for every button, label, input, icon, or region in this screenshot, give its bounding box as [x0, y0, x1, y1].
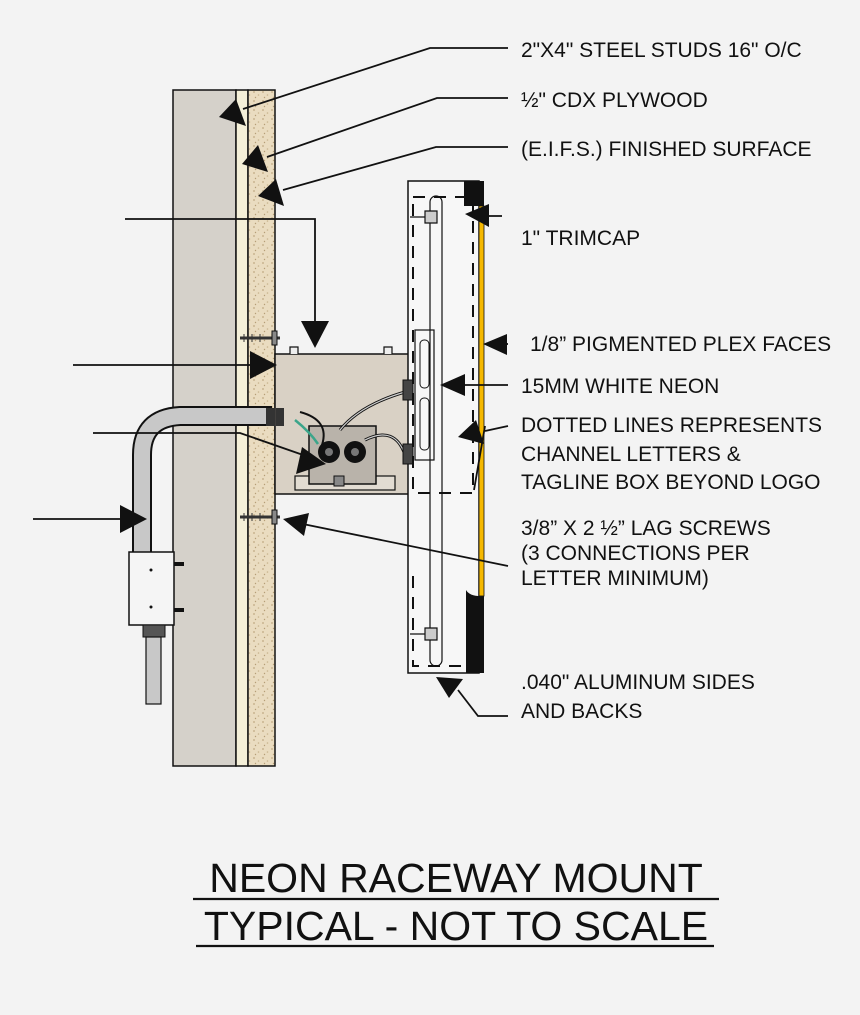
cdx-plywood	[235, 89, 249, 767]
steel-stud	[172, 89, 237, 767]
label-trimcap: 1" TRIMCAP	[521, 227, 640, 250]
label-dotted-line3: TAGLINE BOX BEYOND LOGO	[521, 471, 821, 494]
label-lag-screws-line3: LETTER MINIMUM)	[521, 567, 709, 590]
label-aluminum-line1: .040" ALUMINUM SIDES	[521, 671, 755, 694]
leader-lines	[33, 47, 509, 717]
label-aluminum-line2: AND BACKS	[521, 700, 642, 723]
lag-screw-bottom	[240, 509, 280, 525]
label-lag-screws-line1: 3/8” X 2 ½” LAG SCREWS	[521, 517, 771, 540]
label-lag-screws-line2: (3 CONNECTIONS PER	[521, 542, 750, 565]
label-steel-studs: 2"X4" STEEL STUDS 16" O/C	[521, 39, 802, 62]
label-plywood: ½" CDX PLYWOOD	[521, 89, 708, 112]
channel-letter	[402, 180, 485, 674]
label-plex-faces: 1/8” PIGMENTED PLEX FACES	[530, 333, 831, 356]
flex-conduit	[132, 406, 284, 552]
eifs-surface	[247, 89, 276, 767]
lag-screw-top	[240, 330, 280, 346]
label-dotted-line1: DOTTED LINES REPRESENTS	[521, 414, 822, 437]
title-line1: NEON RACEWAY MOUNT	[209, 855, 703, 901]
label-eifs: (E.I.F.S.) FINISHED SURFACE	[521, 138, 812, 161]
label-neon: 15MM WHITE NEON	[521, 375, 719, 398]
wiring	[294, 390, 407, 456]
title-line2: TYPICAL - NOT TO SCALE	[204, 903, 708, 949]
junction-box	[128, 551, 184, 705]
label-dotted-line2: CHANNEL LETTERS &	[521, 443, 741, 466]
